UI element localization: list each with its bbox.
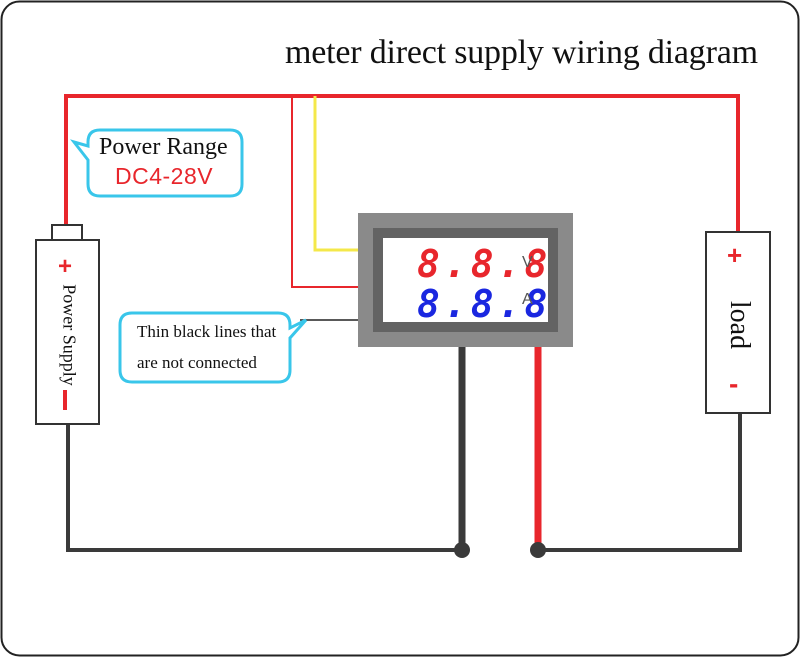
unconnected-note-callout bbox=[118, 311, 308, 384]
negative-supply-wire bbox=[66, 425, 462, 552]
battery-terminal bbox=[51, 224, 83, 242]
power-range-label: Power Range bbox=[99, 134, 228, 160]
junction-dot-load bbox=[530, 542, 546, 558]
load-minus-sign: - bbox=[729, 368, 739, 399]
power-supply-box bbox=[35, 239, 100, 425]
load-plus-sign: + bbox=[727, 240, 743, 270]
unconnected-note-line2: are not connected bbox=[137, 353, 257, 372]
power-supply-minus-sign bbox=[63, 390, 67, 410]
voltage-readout: 8.8.8 bbox=[417, 242, 552, 286]
power-range-value: DC4-28V bbox=[115, 163, 214, 189]
current-readout: 8.8.8 bbox=[417, 282, 552, 326]
load-negative-wire bbox=[538, 413, 742, 552]
voltage-sense-wire bbox=[313, 96, 358, 252]
junction-dot-negative bbox=[454, 542, 470, 558]
meter-display bbox=[383, 238, 548, 322]
power-supply-plus-sign: + bbox=[58, 253, 73, 280]
load-box bbox=[705, 231, 771, 414]
unconnected-note-line1: Thin black lines that bbox=[137, 322, 277, 341]
meter-power-wire bbox=[291, 96, 358, 288]
power-range-callout bbox=[69, 128, 244, 198]
current-unit: A bbox=[522, 291, 533, 308]
voltage-unit: V bbox=[522, 254, 533, 271]
positive-supply-wire bbox=[64, 94, 740, 232]
load-label: load bbox=[724, 300, 755, 350]
diagram-title: meter direct supply wiring diagram bbox=[285, 34, 758, 71]
power-supply-label: Power Supply bbox=[59, 284, 80, 386]
